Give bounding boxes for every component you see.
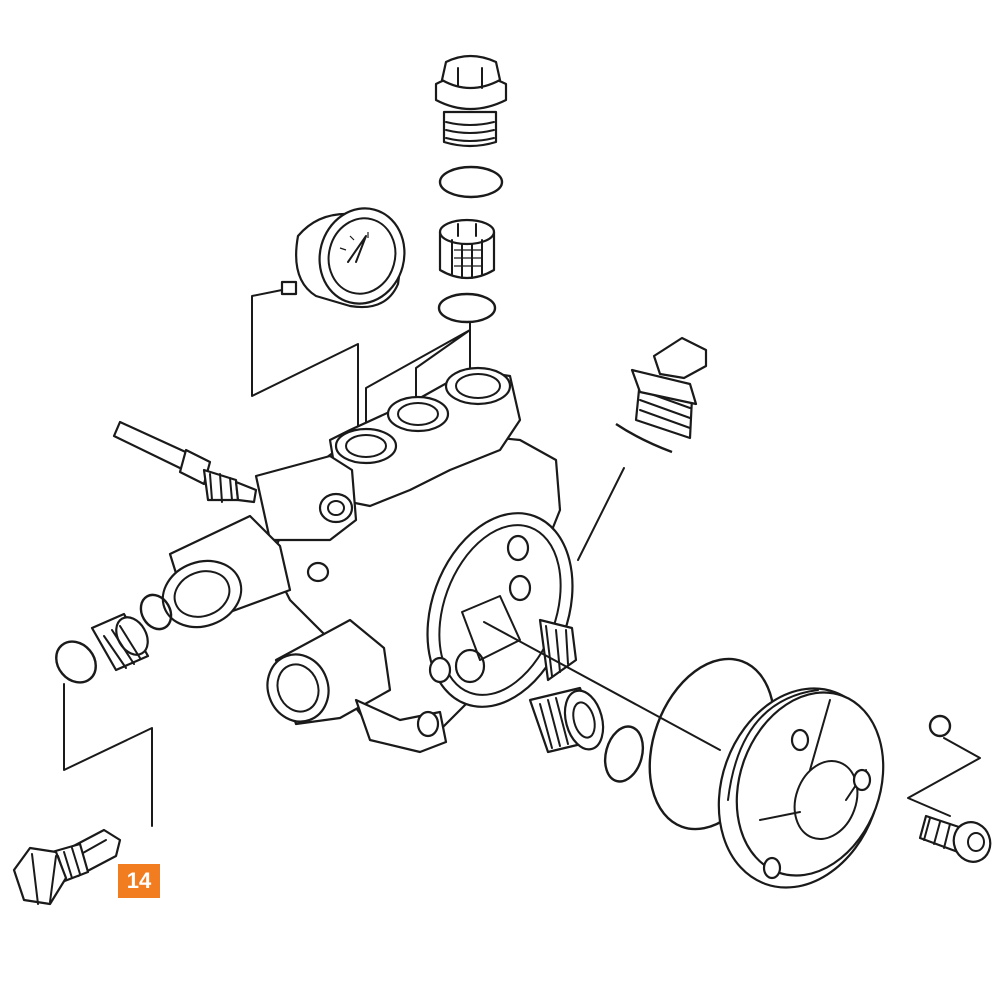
bolt-icon	[918, 814, 992, 863]
filter-cartridge-top-icon	[438, 218, 496, 280]
o-ring-left-outlet-icon	[139, 593, 173, 631]
o-ring-bolt-icon	[928, 714, 952, 738]
flange-cover-icon	[717, 687, 885, 889]
drain-plug-icon	[12, 828, 122, 906]
o-ring-top-icon	[438, 165, 504, 199]
pressure-gauge-icon	[280, 207, 406, 309]
pump-head-body	[161, 366, 578, 754]
bolt-leader-line	[907, 737, 981, 817]
o-ring-filter-icon	[437, 292, 497, 324]
axis-leader-line	[483, 621, 721, 751]
gauge-leader-line	[251, 289, 359, 491]
fitting-leader-line	[577, 467, 625, 561]
o-ring-right-small-icon	[603, 725, 645, 783]
top-hex-plug-icon	[434, 54, 508, 148]
o-ring-left-icon	[55, 640, 97, 684]
filter-cartridge-right-icon	[528, 686, 605, 754]
part-callout-14: 14	[118, 864, 160, 898]
filter-cartridge-left-icon	[90, 612, 150, 672]
hose-connector-icon	[112, 420, 258, 504]
o-ring-fitting-icon	[615, 423, 673, 454]
left-leader-line	[63, 683, 153, 827]
hose-barb-fitting-icon	[630, 336, 708, 440]
